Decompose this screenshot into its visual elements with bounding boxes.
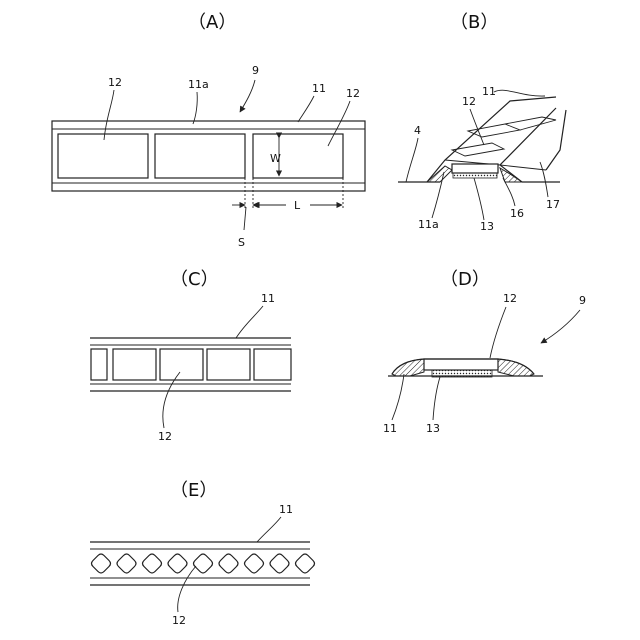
panel-b-leader xyxy=(540,162,548,197)
panel-e-leader xyxy=(257,517,281,542)
panel-b-lens-upper xyxy=(468,124,520,137)
panel-e-lens xyxy=(168,554,187,573)
panel-a: （A） W S L 12 11a 9 11 12 xyxy=(52,12,365,249)
panel-d-body-right xyxy=(498,359,534,376)
panel-b-section-lens xyxy=(452,164,498,173)
panel-c-ref-11: 11 xyxy=(261,292,275,305)
panel-d-ref-9: 9 xyxy=(579,294,586,307)
panel-a-dim-w: W xyxy=(270,152,281,165)
panel-a-strip xyxy=(52,121,365,191)
panel-b-section-left xyxy=(427,166,452,182)
panel-a-leader xyxy=(193,92,197,124)
panel-d-ref-11: 11 xyxy=(383,422,397,435)
panel-a-ref-11a: 11a xyxy=(188,78,209,91)
panel-a-lens xyxy=(253,134,343,178)
panel-d: （D） 12 9 11 13 xyxy=(383,269,586,435)
panel-a-leader xyxy=(298,96,314,122)
panel-b-ref-11a: 11a xyxy=(418,218,439,231)
panel-a-ref-9: 9 xyxy=(252,64,259,77)
panel-a-arrow-9 xyxy=(240,80,255,112)
panel-b-ref-16: 16 xyxy=(510,207,524,220)
panel-e-lens xyxy=(92,554,111,573)
panel-a-leader xyxy=(328,101,350,146)
panel-a-lens xyxy=(58,134,148,178)
panel-b-leader xyxy=(474,178,484,220)
panel-c-lens xyxy=(207,349,250,380)
panel-d-title: （D） xyxy=(440,269,490,290)
panel-e-lens xyxy=(245,554,264,573)
panel-b-ref-4: 4 xyxy=(414,124,421,137)
panel-e-ref-11: 11 xyxy=(279,503,293,516)
panel-a-lens xyxy=(155,134,245,178)
panel-e-ref-12: 12 xyxy=(172,614,186,627)
panel-e-leader xyxy=(178,566,196,612)
panel-e-lens xyxy=(143,554,162,573)
panel-b-section-right xyxy=(500,168,522,182)
panel-b-title: （B） xyxy=(450,12,498,33)
panel-a-dim-l: L xyxy=(294,199,301,212)
panel-c-ref-12: 12 xyxy=(158,430,172,443)
panel-e: （E） 11 12 xyxy=(90,480,315,627)
panel-c: （C） 11 12 xyxy=(90,269,291,443)
panel-b-ref-11: 11 xyxy=(482,85,496,98)
panel-b: （B） 11 12 4 11a 13 16 17 xyxy=(398,12,566,233)
panel-a-leader xyxy=(104,90,114,140)
panel-c-lens xyxy=(113,349,156,380)
panel-b-strip-front-edge xyxy=(500,108,556,182)
panel-e-lens xyxy=(296,554,315,573)
panel-d-arrow-9 xyxy=(541,310,580,343)
panel-a-title: （A） xyxy=(188,12,236,33)
panel-b-ref-12: 12 xyxy=(462,95,476,108)
panel-e-lens xyxy=(117,554,136,573)
panel-d-leader xyxy=(392,374,404,420)
panel-c-lens xyxy=(254,349,291,380)
panel-d-ref-12: 12 xyxy=(503,292,517,305)
panel-e-lens xyxy=(194,554,213,573)
panel-a-ref-12-right: 12 xyxy=(346,87,360,100)
panel-b-section-adhesive xyxy=(453,173,497,178)
panel-e-title: （E） xyxy=(170,480,217,501)
panel-a-dim-s-leader xyxy=(244,207,246,230)
panel-b-leader xyxy=(494,90,545,96)
panel-e-lens xyxy=(270,554,289,573)
panel-b-ref-13: 13 xyxy=(480,220,494,233)
panel-b-leader xyxy=(406,138,418,182)
panel-c-lens xyxy=(160,349,203,380)
panel-c-lens xyxy=(91,349,107,380)
panel-b-lens-upper-2 xyxy=(505,117,556,130)
panel-d-lens xyxy=(424,359,498,370)
panel-d-leader xyxy=(490,307,506,358)
panel-b-ref-17: 17 xyxy=(546,198,560,211)
panel-c-leader xyxy=(236,306,263,338)
panel-e-lens xyxy=(219,554,238,573)
panel-b-side-plate-17 xyxy=(546,110,566,170)
panel-d-leader xyxy=(433,377,440,420)
panel-a-dim-s: S xyxy=(238,236,245,249)
panel-a-ref-11: 11 xyxy=(312,82,326,95)
panel-a-ref-12-left: 12 xyxy=(108,76,122,89)
panel-d-ref-13: 13 xyxy=(426,422,440,435)
panel-e-lens-row xyxy=(92,554,315,573)
panel-b-side-edge xyxy=(500,165,546,170)
panel-c-title: （C） xyxy=(170,269,219,290)
panel-d-adhesive xyxy=(432,370,492,377)
panel-b-lens-front xyxy=(452,143,504,156)
